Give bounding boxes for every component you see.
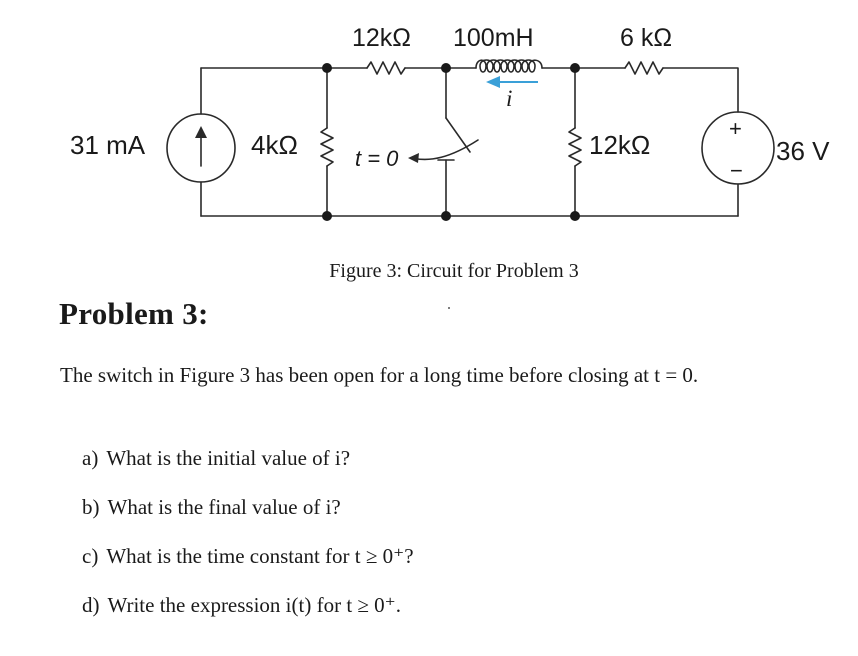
inductor-100mH bbox=[475, 59, 543, 73]
label-inductor: 100mH bbox=[453, 24, 534, 52]
resistor-6k bbox=[624, 61, 664, 75]
resistor-12k-top bbox=[366, 61, 406, 75]
label-minus: − bbox=[730, 158, 743, 183]
current-source-arrowhead bbox=[195, 126, 207, 138]
label-r-top-left: 12kΩ bbox=[352, 24, 411, 52]
question-marker: c) bbox=[82, 544, 99, 568]
junction-dot bbox=[570, 63, 580, 73]
top-wire-right bbox=[662, 67, 739, 113]
stray-dot bbox=[448, 307, 450, 309]
junction-dot bbox=[322, 211, 332, 221]
label-switch-time: t = 0 bbox=[355, 146, 399, 171]
question-text: Write the expression i(t) for t ≥ 0⁺. bbox=[107, 593, 402, 617]
question-marker: a) bbox=[82, 446, 99, 470]
question-text: What is the initial value of i? bbox=[106, 446, 351, 470]
question-marker: d) bbox=[82, 593, 100, 617]
junction-dot bbox=[441, 211, 451, 221]
question-text: What is the final value of i? bbox=[107, 495, 341, 519]
label-r-top-right: 6 kΩ bbox=[620, 24, 672, 52]
question-marker: b) bbox=[82, 495, 100, 519]
label-current-var: i bbox=[506, 86, 512, 111]
switch-arrowhead bbox=[408, 153, 419, 163]
resistor-12k-right bbox=[568, 127, 582, 167]
junction-dot bbox=[322, 63, 332, 73]
label-r-left: 4kΩ bbox=[251, 130, 298, 160]
label-r-right: 12kΩ bbox=[589, 130, 650, 160]
junction-dot bbox=[570, 211, 580, 221]
junction-dot bbox=[441, 63, 451, 73]
question-d: d) Write the expression i(t) for t ≥ 0⁺. bbox=[82, 593, 401, 618]
label-voltage-source: 36 V bbox=[776, 136, 830, 166]
question-a: a) What is the initial value of i? bbox=[82, 446, 350, 471]
resistor-4k bbox=[320, 127, 334, 167]
current-source bbox=[166, 113, 236, 183]
question-c: c) What is the time constant for t ≥ 0⁺? bbox=[82, 544, 414, 569]
problem-heading: Problem 3: bbox=[59, 296, 209, 331]
voltage-source bbox=[701, 111, 775, 185]
current-arrowhead bbox=[486, 76, 500, 88]
figure-caption: Figure 3: Circuit for Problem 3 bbox=[329, 260, 579, 282]
circuit-diagram: 12kΩ 100mH 6 kΩ 31 mA 4kΩ t = 0 i 12kΩ 3… bbox=[70, 24, 830, 221]
question-text: What is the time constant for t ≥ 0⁺? bbox=[106, 544, 414, 568]
label-plus: + bbox=[729, 116, 742, 141]
label-current-source: 31 mA bbox=[70, 130, 146, 160]
question-b: b) What is the final value of i? bbox=[82, 495, 341, 520]
problem-intro: The switch in Figure 3 has been open for… bbox=[60, 363, 699, 387]
